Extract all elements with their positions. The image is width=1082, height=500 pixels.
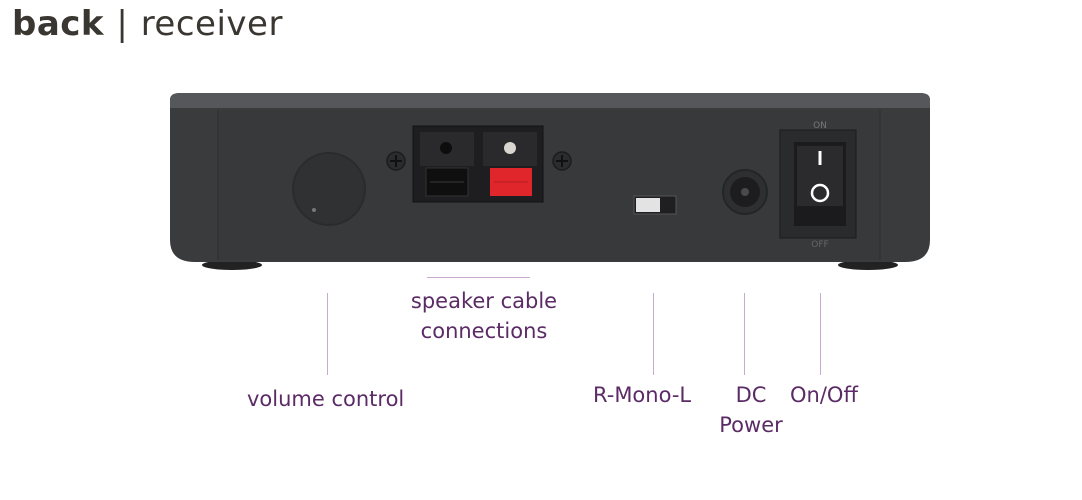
power-rocker-switch: ON OFF [779, 121, 857, 250]
dc-jack [722, 169, 768, 215]
speaker-label-line1: speaker cable [410, 289, 558, 313]
switch-off-text: OFF [811, 240, 828, 250]
title-bold: back [12, 4, 105, 44]
dc-leader-line [744, 293, 745, 375]
volume-control-label: volume control [247, 387, 405, 411]
device-top-edge [170, 93, 930, 108]
title-rest: receiver [140, 4, 283, 44]
page-title: back | receiver [12, 4, 283, 44]
speaker-leader-line [427, 277, 530, 278]
volume-leader-line [327, 293, 328, 375]
dc-label-line1: DC [735, 383, 767, 407]
speaker-label-line2: connections [420, 319, 548, 343]
dc-label-line2: Power [719, 413, 783, 437]
speaker-cable-label: speaker cable connections [390, 286, 578, 346]
screw-right [552, 151, 572, 171]
dc-power-label: DC Power [712, 380, 790, 440]
title-separator: | [116, 4, 129, 44]
screw-left [386, 151, 406, 171]
on-off-label: On/Off [790, 383, 858, 407]
onoff-leader-line [820, 293, 821, 375]
mono-slide-switch [633, 195, 677, 215]
left-foot [202, 260, 262, 270]
right-foot [838, 260, 898, 270]
mono-leader-line [653, 293, 654, 375]
switch-on-text: ON [813, 121, 827, 131]
speaker-terminals [412, 125, 544, 203]
mono-label: R-Mono-L [593, 383, 692, 407]
